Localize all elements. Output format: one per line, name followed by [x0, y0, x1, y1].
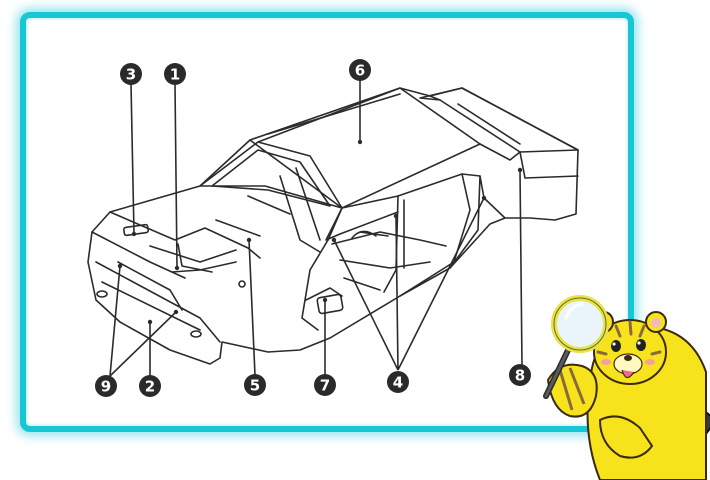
badge-6: 6 — [349, 59, 371, 81]
badge-4-label: 4 — [393, 374, 403, 392]
leader-1 — [174, 83, 178, 269]
leader-3 — [130, 83, 135, 235]
car-body-outline — [87, 87, 579, 365]
leader-8 — [519, 169, 523, 366]
badge-8: 8 — [509, 364, 531, 386]
badge-2-label: 2 — [145, 378, 155, 396]
badge-3: 3 — [120, 63, 142, 85]
badge-6-label: 6 — [355, 62, 365, 80]
badge-1-label: 1 — [170, 66, 180, 84]
badge-2: 2 — [139, 375, 161, 397]
badge-5-label: 5 — [250, 377, 260, 395]
badge-3-label: 3 — [126, 66, 136, 84]
badge-7-label: 7 — [320, 377, 330, 395]
badge-1: 1 — [164, 63, 186, 85]
badge-7: 7 — [314, 374, 336, 396]
leader-lines — [109, 80, 523, 377]
badge-4: 4 — [387, 371, 409, 393]
leader-5 — [248, 239, 256, 376]
badge-9-label: 9 — [101, 378, 111, 396]
leader-4 — [333, 197, 485, 371]
magnifier-icon — [543, 295, 609, 399]
leader-dots — [117, 139, 523, 325]
badge-8-label: 8 — [515, 367, 525, 385]
badge-9: 9 — [95, 375, 117, 397]
diagram-frame — [20, 12, 634, 432]
tiger-mascot-illustration — [546, 311, 710, 480]
badge-5: 5 — [244, 374, 266, 396]
leader-9 — [109, 265, 177, 377]
